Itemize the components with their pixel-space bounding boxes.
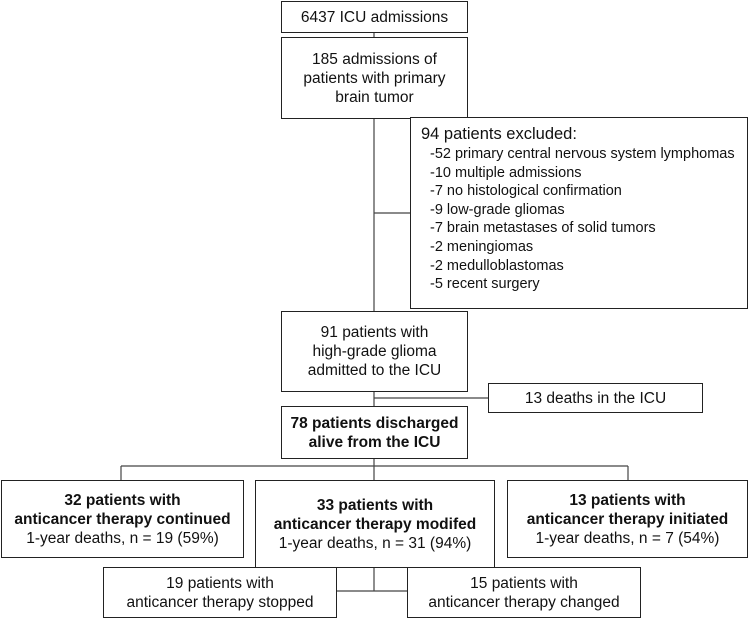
modified-line-2: anticancer therapy modifed (273, 515, 477, 533)
box-therapy-modified: 33 patients with anticancer therapy modi… (255, 480, 495, 568)
box-therapy-continued: 32 patients with anticancer therapy cont… (1, 480, 244, 558)
excluded-item: -5 recent surgery (430, 276, 540, 293)
excluded-item: -2 meningiomas (430, 238, 534, 255)
continued-line-2: anticancer therapy continued (14, 510, 231, 528)
excluded-item: -9 low-grade gliomas (430, 201, 565, 218)
box-high-grade-glioma: 91 patients with high-grade glioma admit… (281, 311, 468, 392)
changed-line-1: 15 patients with (470, 574, 578, 592)
modified-deaths: 1-year deaths, n = 31 (94%) (278, 534, 472, 552)
continued-deaths: 1-year deaths, n = 19 (59%) (26, 529, 219, 547)
glioma-line-2: high-grade glioma (312, 343, 437, 360)
box-icu-admissions: 6437 ICU admissions (281, 1, 468, 33)
box-therapy-stopped: 19 patients with anticancer therapy stop… (103, 567, 337, 618)
brain-tumor-line-1: 185 admissions of (312, 50, 437, 68)
brain-tumor-line-3: brain tumor (335, 88, 414, 106)
initiated-line-1: 13 patients with (569, 491, 686, 509)
discharged-line-1: 78 patients discharged (290, 414, 459, 432)
box-patients-excluded: 94 patients excluded: -52 primary centra… (410, 117, 748, 309)
box-therapy-changed: 15 patients with anticancer therapy chan… (407, 567, 641, 618)
excluded-item: -52 primary central nervous system lymph… (430, 146, 735, 162)
initiated-line-2: anticancer therapy initiated (526, 510, 729, 528)
brain-tumor-line-2: patients with primary (303, 69, 446, 87)
excluded-list: -52 primary central nervous system lymph… (421, 145, 737, 294)
glioma-line-1: 91 patients with (320, 324, 429, 341)
stopped-line-1: 19 patients with (166, 574, 274, 592)
excluded-item: -10 multiple admissions (430, 164, 582, 181)
continued-line-1: 32 patients with (64, 491, 181, 509)
modified-line-1: 33 patients with (316, 496, 434, 514)
excluded-item: -2 medulloblastomas (430, 257, 564, 274)
initiated-deaths: 1-year deaths, n = 7 (54%) (535, 529, 720, 547)
changed-line-2: anticancer therapy changed (428, 593, 620, 611)
stopped-line-2: anticancer therapy stopped (126, 593, 314, 611)
discharged-line-2: alive from the ICU (308, 433, 441, 451)
box-therapy-initiated: 13 patients with anticancer therapy init… (507, 480, 748, 558)
glioma-line-3: admitted to the ICU (307, 362, 442, 379)
excluded-item: -7 brain metastases of solid tumors (430, 220, 656, 237)
excluded-item: -7 no histological confirmation (430, 183, 622, 200)
box-icu-deaths: 13 deaths in the ICU (488, 383, 703, 413)
box-discharged-alive: 78 patients discharged alive from the IC… (281, 406, 468, 459)
icu-admissions-text: 6437 ICU admissions (300, 8, 449, 26)
excluded-header: 94 patients excluded: (421, 125, 577, 143)
icu-deaths-text: 13 deaths in the ICU (524, 389, 667, 407)
box-primary-brain-tumor: 185 admissions of patients with primary … (281, 37, 468, 119)
